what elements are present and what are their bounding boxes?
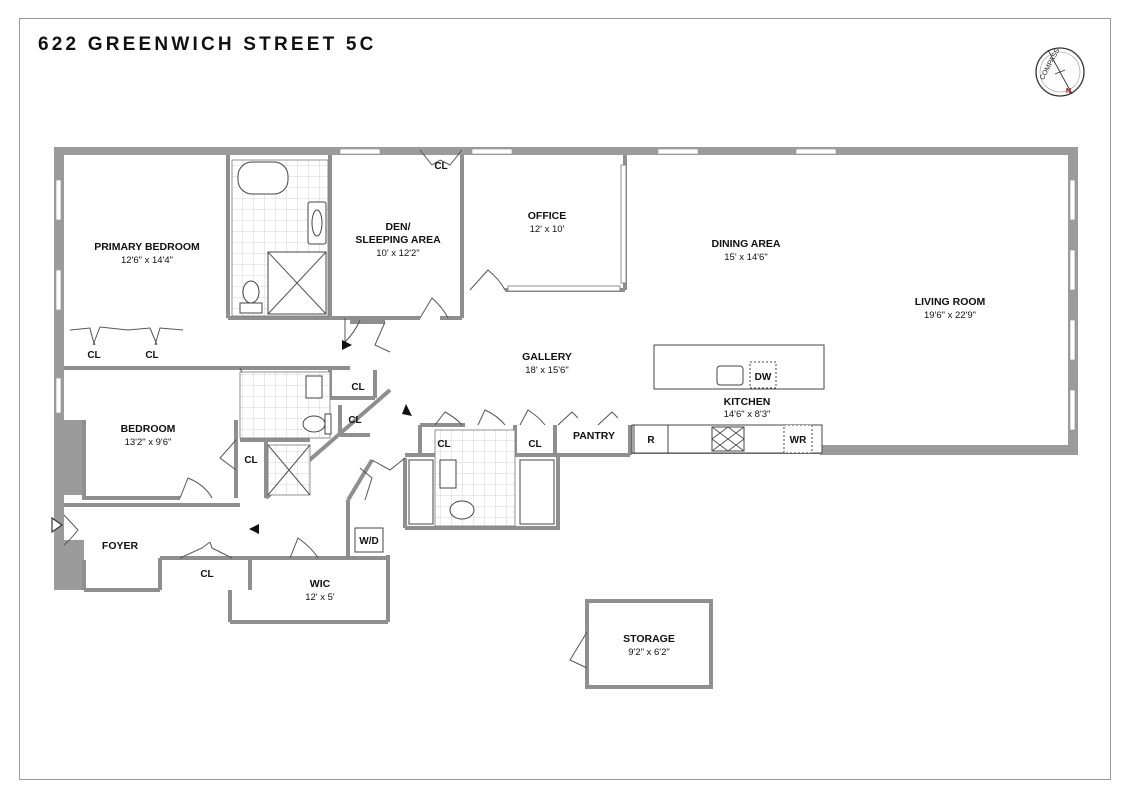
room-labels: PRIMARY BEDROOM 12'6" x 14'4" DEN/ SLEEP… <box>87 161 985 658</box>
closet-label: CL <box>528 439 541 450</box>
wine-refrigerator-label: WR <box>790 435 807 446</box>
page-border <box>19 18 1111 780</box>
office-dims: 12' x 10' <box>530 224 565 235</box>
foyer-name: FOYER <box>102 540 139 552</box>
washer-dryer-label: W/D <box>359 536 378 547</box>
bathtub-icon <box>237 161 289 195</box>
dishwasher <box>749 361 777 389</box>
storage-name: STORAGE <box>623 633 675 645</box>
exterior-walls <box>54 147 1078 590</box>
closet-label: CL <box>87 350 100 361</box>
storage-room <box>569 599 713 689</box>
dining-area-dims: 15' x 14'6" <box>724 252 767 263</box>
kitchen-sink-icon <box>716 365 744 386</box>
toilet-icon <box>239 302 263 314</box>
kitchen-name: KITCHEN <box>724 396 771 408</box>
closet-label: CL <box>200 569 213 580</box>
gallery-dims: 18' x 15'6" <box>525 365 568 376</box>
wic-dims: 12' x 5' <box>305 592 335 603</box>
sink-icon <box>439 459 457 489</box>
den-name-line1: DEN/ <box>385 221 410 233</box>
office-interior-windows <box>507 164 627 292</box>
den-name-line2: SLEEPING AREA <box>355 234 441 246</box>
office-name: OFFICE <box>528 210 567 222</box>
toilet-icon <box>302 415 326 433</box>
compass-icon: COMPASS N <box>1035 47 1085 97</box>
pantry-name: PANTRY <box>573 430 615 442</box>
dining-area-name: DINING AREA <box>711 238 780 250</box>
closet-label: CL <box>434 161 447 172</box>
closet-label: CL <box>437 439 450 450</box>
closet-label: CL <box>351 382 364 393</box>
entry-marker-icon <box>51 516 64 534</box>
bathrooms <box>231 159 555 527</box>
refrigerator <box>633 424 669 454</box>
page-title: 622 GREENWICH STREET 5C <box>38 34 377 55</box>
arrow-diagonal-icon <box>402 404 412 416</box>
primary-bedroom-dims: 12'6" x 14'4" <box>121 255 173 266</box>
washer-dryer <box>354 527 384 553</box>
sink-icon <box>305 375 323 399</box>
kitchen-dims: 14'6" x 8'3" <box>724 409 771 420</box>
gallery-name: GALLERY <box>522 351 572 363</box>
toilet-icon <box>449 500 475 520</box>
compass-north-label: N <box>1066 88 1071 95</box>
closet-label: CL <box>348 415 361 426</box>
arrow-left-icon <box>249 524 259 534</box>
bathtub-icon <box>519 459 555 525</box>
living-room-name: LIVING ROOM <box>915 296 986 308</box>
kitchen-fixtures: DW R WR W/D <box>354 344 825 553</box>
wic-name: WIC <box>310 578 331 590</box>
wine-refrigerator <box>783 424 813 454</box>
storage-dims: 9'2" x 6'2" <box>628 647 670 658</box>
living-room-dims: 19'6" x 22'9" <box>924 310 976 321</box>
dishwasher-label: DW <box>755 372 772 383</box>
arrow-right-icon <box>342 340 352 350</box>
den-dims: 10' x 12'2" <box>376 248 419 259</box>
closet-label: CL <box>145 350 158 361</box>
closet-label: CL <box>244 455 257 466</box>
primary-bedroom-name: PRIMARY BEDROOM <box>94 241 200 253</box>
bedroom-dims: 13'2" x 9'6" <box>125 437 172 448</box>
refrigerator-label: R <box>647 435 655 446</box>
bedroom-name: BEDROOM <box>121 423 176 435</box>
